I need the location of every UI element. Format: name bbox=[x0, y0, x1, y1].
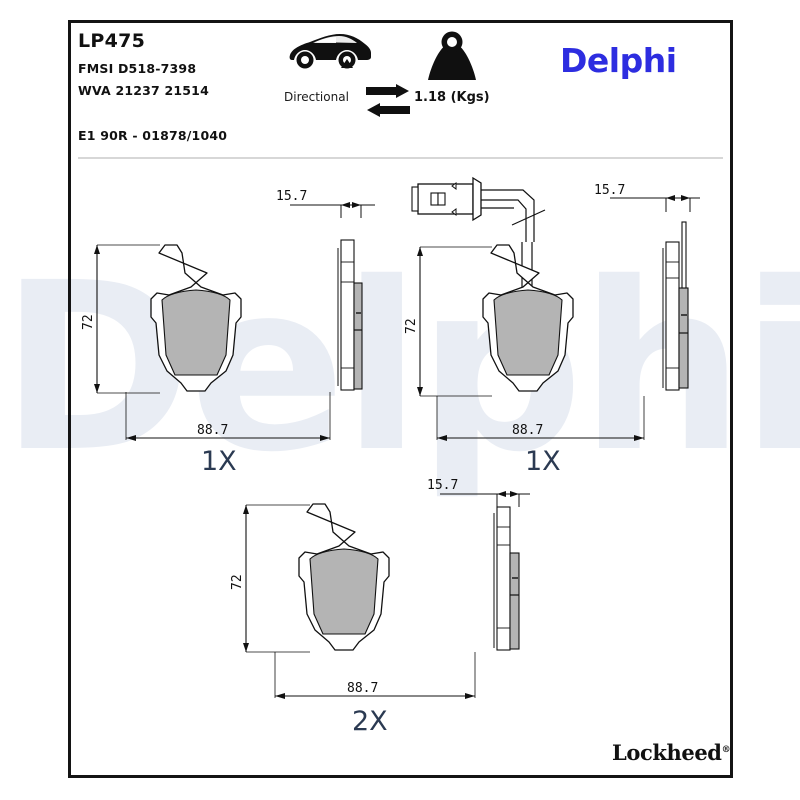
pad-face-2 bbox=[482, 244, 574, 392]
view-top-right-pad: 15.7 bbox=[404, 176, 700, 477]
pad-face-1 bbox=[150, 244, 242, 392]
delphi-logo: Delphi bbox=[560, 41, 677, 80]
approval-code: E1 90R - 01878/1040 bbox=[78, 128, 228, 143]
header-divider bbox=[78, 157, 723, 159]
height-value-1: 72 bbox=[81, 314, 96, 330]
thickness-value-2: 15.7 bbox=[594, 183, 625, 198]
thickness-dimension-2: 15.7 bbox=[594, 183, 700, 212]
view-top-left-pad: 15.7 bbox=[81, 189, 375, 477]
width-value-1: 88.7 bbox=[197, 423, 228, 438]
page-title: LP475 bbox=[78, 30, 146, 52]
height-value-2: 72 bbox=[404, 318, 419, 334]
side-profile-2 bbox=[662, 221, 689, 391]
width-value-2: 88.7 bbox=[512, 423, 543, 438]
thickness-dimension-1: 15.7 bbox=[276, 189, 375, 218]
thickness-value-3: 15.7 bbox=[427, 478, 458, 493]
quantity-label-2: 1X bbox=[525, 446, 561, 477]
fmsi-code: FMSI D518-7398 bbox=[78, 61, 197, 76]
part-code-block: LP475 FMSI D518-7398 WVA 21237 21514 bbox=[78, 30, 298, 105]
wva-code: WVA 21237 21514 bbox=[78, 83, 209, 98]
width-dimension-3: 88.7 bbox=[274, 652, 476, 699]
thickness-value-1: 15.7 bbox=[276, 189, 307, 204]
lockheed-wordmark: Lockheed bbox=[612, 740, 722, 765]
bidirectional-arrows-icon bbox=[366, 84, 410, 123]
drawing-frame bbox=[68, 20, 733, 778]
registered-mark: ® bbox=[721, 745, 731, 755]
thickness-dimension-3: 15.7 bbox=[427, 478, 530, 507]
lockheed-logo: Lockheed® bbox=[612, 740, 731, 765]
height-value-3: 72 bbox=[230, 574, 245, 590]
width-value-3: 88.7 bbox=[347, 681, 378, 696]
weight-label: 1.18 (Kgs) bbox=[414, 90, 490, 105]
car-side-icon bbox=[286, 28, 372, 79]
side-profile-3 bbox=[493, 506, 520, 651]
height-dimension-2: 72 bbox=[404, 246, 492, 397]
pad-face-3 bbox=[298, 503, 390, 651]
quantity-label-3: 2X bbox=[352, 706, 388, 737]
side-profile-1 bbox=[337, 239, 363, 391]
width-dimension-2: 88.7 bbox=[436, 396, 645, 441]
directional-label: Directional bbox=[284, 90, 349, 104]
weight-kettlebell-icon bbox=[424, 30, 480, 89]
height-dimension-3: 72 bbox=[230, 504, 310, 653]
height-dimension-1: 72 bbox=[81, 244, 160, 394]
width-dimension-1: 88.7 bbox=[125, 392, 331, 441]
wear-sensor-connector-icon bbox=[411, 176, 546, 341]
quantity-label-1: 1X bbox=[201, 446, 237, 477]
view-bottom-pad: 15.7 72 bbox=[230, 478, 530, 737]
